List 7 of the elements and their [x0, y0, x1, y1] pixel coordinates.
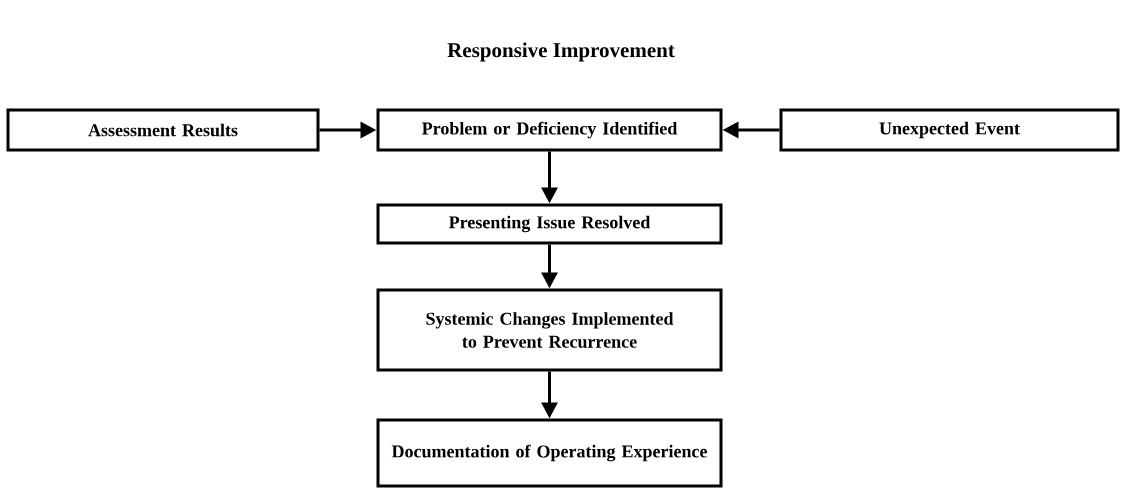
process-box: Assessment Results: [6, 108, 320, 152]
process-box: Presenting Issue Resolved: [376, 203, 723, 245]
process-box: Problem or Deficiency Identified: [376, 108, 723, 152]
process-box: Documentation of Operating Experience: [376, 418, 723, 488]
title: Responsive Improvement: [447, 42, 675, 62]
process-box: Unexpected Event: [779, 108, 1120, 152]
process-box: Systemic Changes Implemented to Prevent Recurrence: [376, 288, 723, 372]
